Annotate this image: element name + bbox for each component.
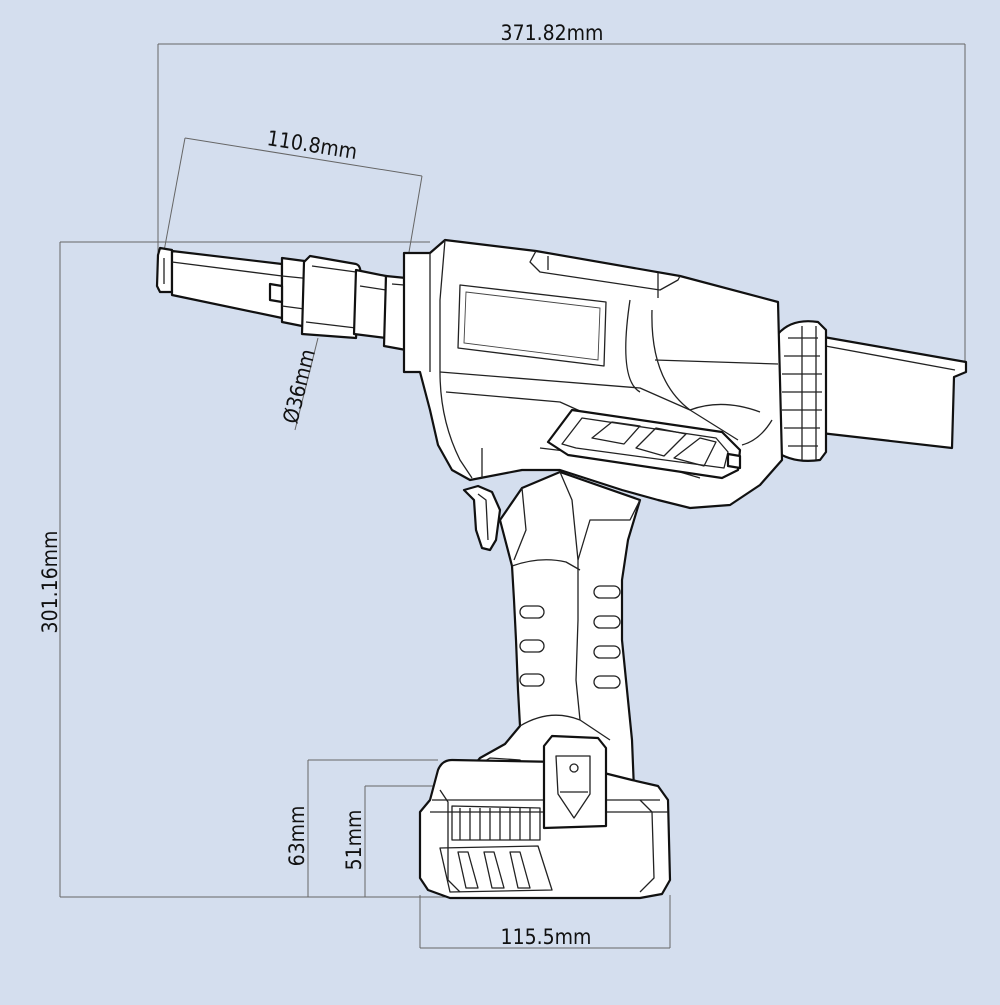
- nose-diameter-label: Ø36mm: [278, 347, 320, 426]
- nose-tip: [155, 246, 284, 320]
- control-panel: [546, 408, 742, 480]
- battery-height-outer-label: 63mm: [285, 806, 309, 867]
- overall-length-label: 371.82mm: [501, 21, 604, 45]
- trigger: [462, 484, 502, 552]
- rivet-tool: [155, 238, 968, 900]
- rear-ring: [772, 320, 828, 462]
- battery-height-inner-label: 51mm: [342, 810, 366, 871]
- battery-pack: [418, 734, 672, 900]
- battery-width-label: 115.5mm: [501, 925, 592, 949]
- rear-tube: [810, 333, 968, 450]
- dimension-lines: [59, 43, 966, 949]
- nose-collar: [268, 254, 408, 352]
- overall-height-label: 301.16mm: [38, 531, 62, 634]
